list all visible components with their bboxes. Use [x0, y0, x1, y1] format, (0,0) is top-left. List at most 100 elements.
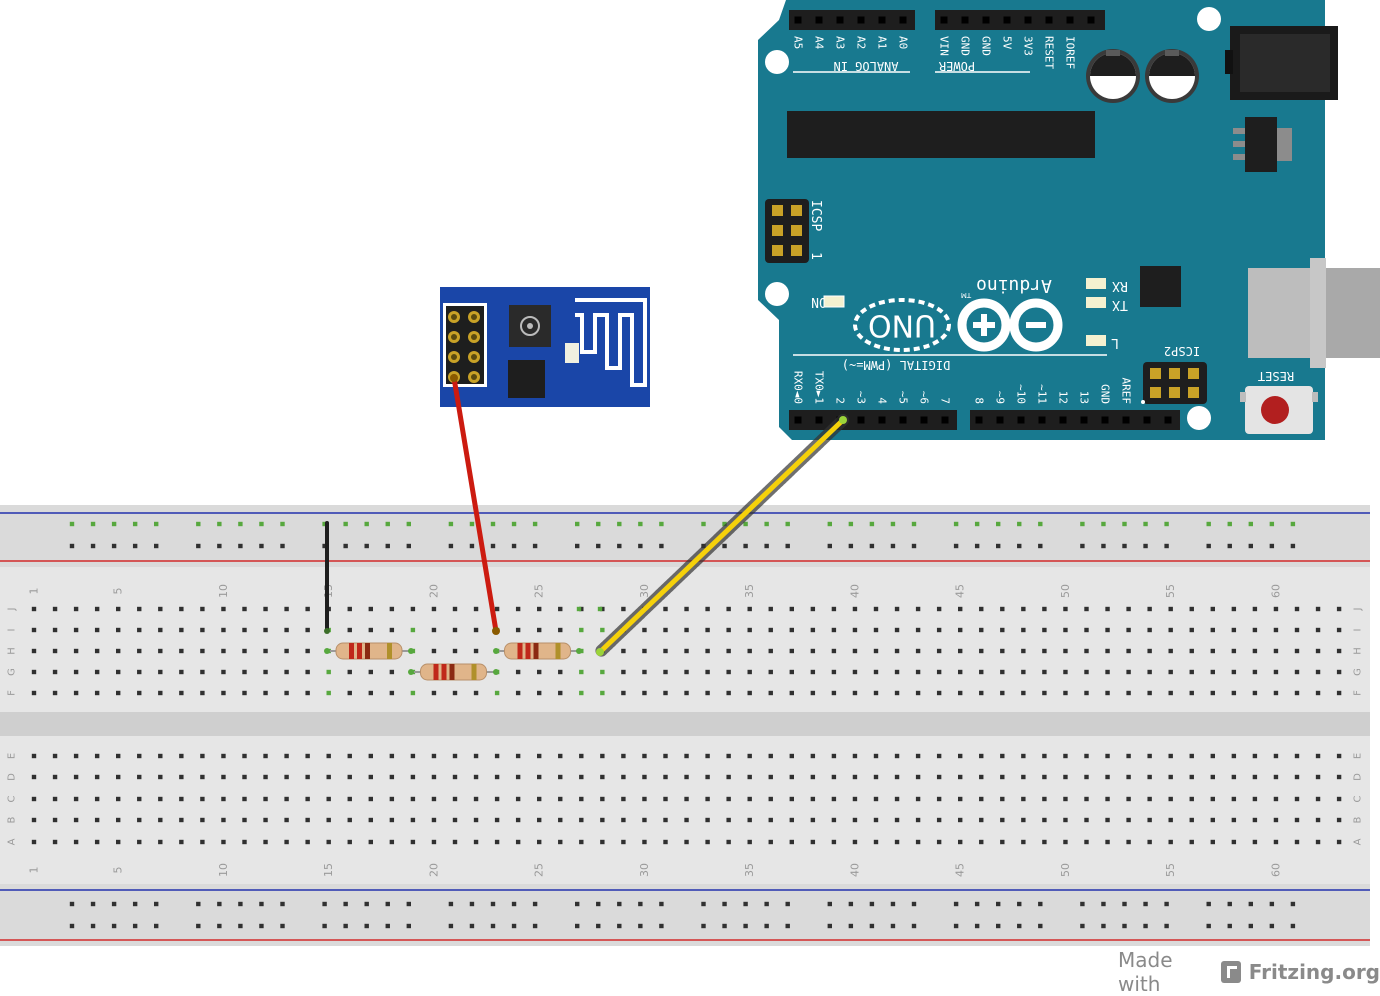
breadboard-hole[interactable]	[1105, 774, 1110, 780]
breadboard-hole[interactable]	[1231, 648, 1237, 654]
rail-hole[interactable]	[722, 521, 727, 527]
rail-hole[interactable]	[638, 901, 643, 907]
rail-hole[interactable]	[1143, 543, 1148, 549]
breadboard-hole[interactable]	[326, 774, 331, 780]
header-pin[interactable]	[996, 416, 1004, 424]
breadboard-hole[interactable]	[894, 839, 900, 845]
rail-hole[interactable]	[1269, 543, 1275, 549]
breadboard-hole[interactable]	[305, 648, 310, 654]
breadboard-hole[interactable]	[1273, 839, 1279, 845]
rail-hole[interactable]	[469, 901, 475, 907]
breadboard-hole[interactable]	[1189, 839, 1194, 845]
breadboard-hole[interactable]	[579, 606, 584, 612]
breadboard-hole[interactable]	[705, 627, 710, 633]
breadboard-hole[interactable]	[1147, 690, 1152, 696]
breadboard-hole[interactable]	[1000, 774, 1005, 780]
rail-hole[interactable]	[848, 901, 854, 907]
breadboard-hole[interactable]	[1210, 627, 1215, 633]
rail-hole[interactable]	[1038, 543, 1043, 549]
breadboard-hole[interactable]	[1042, 796, 1047, 802]
rail-hole[interactable]	[280, 923, 285, 929]
breadboard-hole[interactable]	[1294, 627, 1300, 633]
breadboard-hole[interactable]	[684, 796, 689, 802]
breadboard-hole[interactable]	[600, 690, 605, 696]
breadboard-hole[interactable]	[1189, 690, 1194, 696]
header-pin[interactable]	[815, 16, 823, 24]
breadboard-hole[interactable]	[389, 753, 395, 759]
breadboard-hole[interactable]	[31, 606, 37, 612]
breadboard-hole[interactable]	[221, 774, 226, 780]
breadboard-hole[interactable]	[579, 627, 584, 633]
breadboard-hole[interactable]	[1231, 796, 1237, 802]
breadboard-hole[interactable]	[873, 817, 879, 823]
rail-hole[interactable]	[280, 901, 285, 907]
breadboard-hole[interactable]	[1336, 648, 1342, 654]
breadboard-hole[interactable]	[979, 817, 984, 823]
breadboard-hole[interactable]	[663, 648, 668, 654]
breadboard-hole[interactable]	[789, 627, 794, 633]
breadboard-hole[interactable]	[1063, 774, 1068, 780]
breadboard-hole[interactable]	[831, 774, 837, 780]
breadboard-hole[interactable]	[537, 839, 542, 845]
breadboard-hole[interactable]	[894, 669, 900, 675]
breadboard-hole[interactable]	[389, 839, 395, 845]
header-pin[interactable]	[1059, 416, 1067, 424]
rail-hole[interactable]	[259, 923, 264, 929]
breadboard-hole[interactable]	[1126, 796, 1131, 802]
breadboard-hole[interactable]	[284, 627, 289, 633]
breadboard-hole[interactable]	[621, 774, 626, 780]
rail-hole[interactable]	[364, 901, 369, 907]
breadboard-hole[interactable]	[179, 817, 184, 823]
breadboard-hole[interactable]	[1063, 690, 1068, 696]
breadboard-hole[interactable]	[1126, 627, 1131, 633]
breadboard-hole[interactable]	[326, 796, 331, 802]
breadboard-hole[interactable]	[894, 627, 900, 633]
breadboard-hole[interactable]	[936, 753, 942, 759]
breadboard-hole[interactable]	[831, 690, 837, 696]
breadboard-hole[interactable]	[137, 796, 142, 802]
breadboard-hole[interactable]	[1189, 817, 1194, 823]
breadboard-hole[interactable]	[915, 774, 921, 780]
rail-hole[interactable]	[322, 901, 327, 907]
breadboard-hole[interactable]	[158, 690, 163, 696]
breadboard-hole[interactable]	[410, 796, 416, 802]
resistor[interactable]	[324, 642, 414, 660]
breadboard-hole[interactable]	[515, 817, 521, 823]
rail-hole[interactable]	[617, 543, 622, 549]
breadboard-hole[interactable]	[52, 796, 58, 802]
breadboard-hole[interactable]	[831, 839, 837, 845]
breadboard-hole[interactable]	[1084, 817, 1089, 823]
breadboard-hole[interactable]	[494, 774, 500, 780]
breadboard-hole[interactable]	[368, 753, 373, 759]
breadboard-hole[interactable]	[705, 648, 710, 654]
breadboard-hole[interactable]	[642, 817, 647, 823]
rail-hole[interactable]	[69, 901, 75, 907]
breadboard-hole[interactable]	[1210, 648, 1215, 654]
breadboard-hole[interactable]	[558, 606, 563, 612]
header-pin[interactable]	[920, 416, 928, 424]
breadboard-hole[interactable]	[473, 690, 479, 696]
rail-hole[interactable]	[1290, 923, 1296, 929]
breadboard-hole[interactable]	[242, 774, 247, 780]
breadboard-hole[interactable]	[1021, 839, 1026, 845]
rail-hole[interactable]	[827, 543, 832, 549]
breadboard-hole[interactable]	[726, 753, 731, 759]
breadboard-hole[interactable]	[1126, 753, 1131, 759]
rail-hole[interactable]	[532, 521, 538, 527]
breadboard-hole[interactable]	[810, 753, 816, 759]
breadboard-hole[interactable]	[915, 817, 921, 823]
rail-hole[interactable]	[785, 543, 790, 549]
rail-hole[interactable]	[1101, 543, 1106, 549]
breadboard-hole[interactable]	[94, 817, 100, 823]
rail-hole[interactable]	[743, 923, 748, 929]
breadboard-hole[interactable]	[137, 753, 142, 759]
breadboard-hole[interactable]	[284, 839, 289, 845]
breadboard-hole[interactable]	[642, 627, 647, 633]
breadboard-hole[interactable]	[663, 817, 668, 823]
breadboard-hole[interactable]	[200, 606, 205, 612]
breadboard-hole[interactable]	[347, 817, 352, 823]
breadboard-hole[interactable]	[94, 669, 100, 675]
breadboard-hole[interactable]	[979, 796, 984, 802]
rail-hole[interactable]	[1143, 923, 1148, 929]
breadboard-hole[interactable]	[221, 796, 226, 802]
